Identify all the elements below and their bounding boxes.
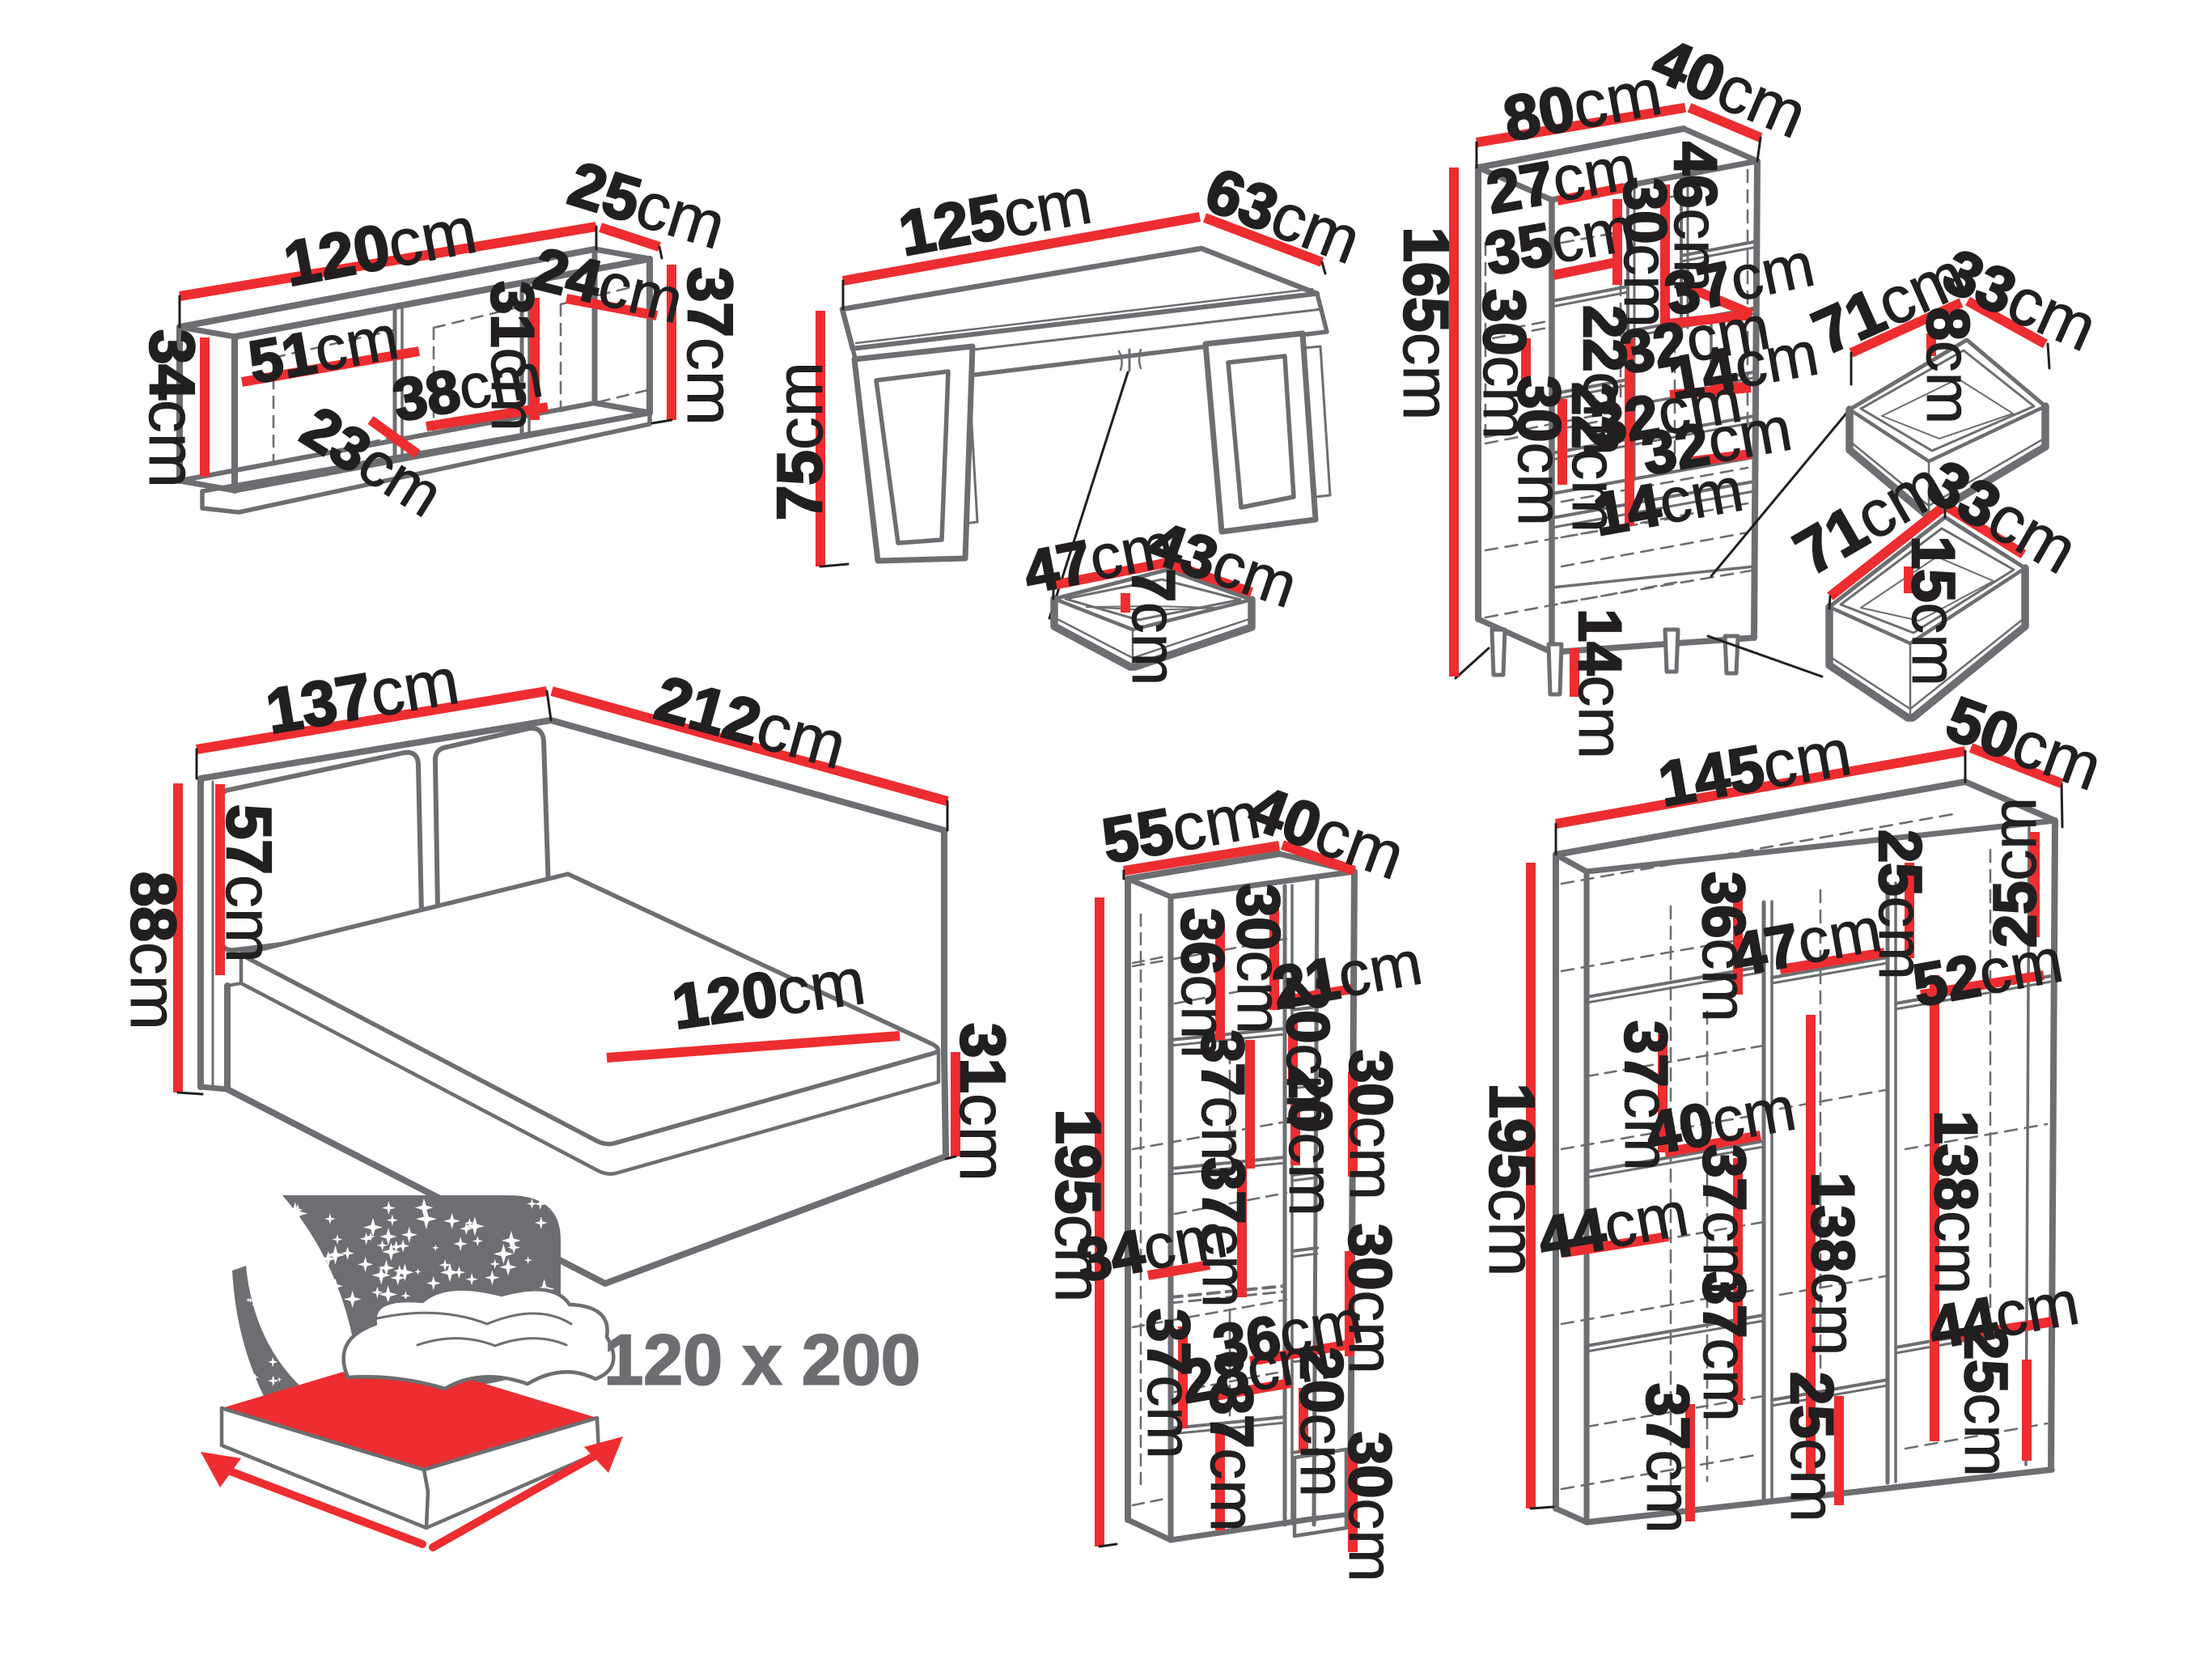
svg-text:7cm: 7cm xyxy=(1119,569,1189,686)
svg-text:47cm: 47cm xyxy=(1019,510,1180,607)
svg-text:30cm: 30cm xyxy=(1337,1050,1406,1200)
svg-text:36cm: 36cm xyxy=(1208,1287,1368,1381)
svg-text:8cm: 8cm xyxy=(1913,308,1983,425)
svg-text:44cm: 44cm xyxy=(1533,1179,1693,1274)
svg-text:25cm: 25cm xyxy=(1980,797,2049,948)
svg-text:25cm: 25cm xyxy=(1778,1372,1847,1522)
svg-text:27cm: 27cm xyxy=(1481,133,1642,227)
svg-text:37cm: 37cm xyxy=(1634,1383,1703,1534)
svg-text:31cm: 31cm xyxy=(947,1023,1020,1182)
svg-text:25cm: 25cm xyxy=(1951,1326,2021,1477)
svg-text:14cm: 14cm xyxy=(1663,319,1824,414)
svg-text:30cm: 30cm xyxy=(1336,1224,1405,1374)
svg-text:36cm: 36cm xyxy=(1168,908,1238,1059)
svg-text:21cm: 21cm xyxy=(1267,928,1427,1023)
svg-text:14cm: 14cm xyxy=(1566,609,1635,759)
svg-text:25cm: 25cm xyxy=(1866,830,1935,980)
svg-text:31cm: 31cm xyxy=(478,281,548,431)
svg-text:15cm: 15cm xyxy=(1899,536,1968,686)
svg-text:37cm: 37cm xyxy=(1189,1157,1259,1308)
svg-text:30cm: 30cm xyxy=(1505,376,1574,526)
svg-text:195cm: 195cm xyxy=(1476,1083,1549,1276)
svg-text:165cm: 165cm xyxy=(1390,227,1464,420)
svg-text:51cm: 51cm xyxy=(244,303,404,397)
svg-text:22cm: 22cm xyxy=(1559,382,1629,532)
svg-text:47cm: 47cm xyxy=(1727,895,1887,990)
svg-text:75cm: 75cm xyxy=(763,362,837,520)
svg-text:120 x 200: 120 x 200 xyxy=(604,1320,921,1400)
svg-text:30cm: 30cm xyxy=(1224,884,1294,1034)
svg-text:32cm: 32cm xyxy=(1637,394,1797,489)
svg-text:55cm: 55cm xyxy=(1097,778,1266,878)
svg-text:20cm: 20cm xyxy=(1273,977,1343,1127)
svg-text:88cm: 88cm xyxy=(117,872,191,1030)
svg-text:137cm: 137cm xyxy=(261,643,464,748)
svg-text:40cm: 40cm xyxy=(1641,1074,1801,1169)
svg-text:30cm: 30cm xyxy=(1611,177,1680,328)
svg-text:20cm: 20cm xyxy=(1276,1066,1345,1216)
svg-text:80cm: 80cm xyxy=(1498,54,1667,155)
svg-text:30cm: 30cm xyxy=(1470,289,1540,439)
svg-text:37cm: 37cm xyxy=(1197,1381,1267,1532)
svg-text:138cm: 138cm xyxy=(1799,1172,1868,1356)
svg-text:46cm: 46cm xyxy=(1661,142,1731,292)
svg-text:145cm: 145cm xyxy=(1653,715,1856,821)
svg-text:195cm: 195cm xyxy=(1042,1109,1116,1302)
svg-text:37cm: 37cm xyxy=(1690,1144,1760,1295)
svg-text:37cm: 37cm xyxy=(1134,1309,1204,1459)
svg-text:52cm: 52cm xyxy=(1908,926,2068,1020)
svg-text:28cm: 28cm xyxy=(1176,1322,1336,1417)
svg-text:30cm: 30cm xyxy=(1336,1432,1405,1582)
svg-text:36cm: 36cm xyxy=(1689,872,1759,1022)
svg-text:20cm: 20cm xyxy=(1287,1347,1357,1497)
svg-text:35cm: 35cm xyxy=(1480,194,1640,289)
svg-text:14cm: 14cm xyxy=(1588,455,1748,549)
svg-text:120cm: 120cm xyxy=(667,944,870,1043)
svg-text:44cm: 44cm xyxy=(1924,1268,2084,1363)
svg-text:38cm: 38cm xyxy=(388,341,548,435)
svg-text:37cm: 37cm xyxy=(1690,1271,1760,1422)
svg-text:37cm: 37cm xyxy=(1189,1029,1258,1180)
svg-text:32cm: 32cm xyxy=(1615,293,1775,388)
svg-text:34cm: 34cm xyxy=(1072,1201,1232,1296)
svg-text:22cm: 22cm xyxy=(1570,305,1640,456)
svg-text:120cm: 120cm xyxy=(278,193,482,300)
svg-text:32cm: 32cm xyxy=(1587,366,1747,460)
svg-text:34cm: 34cm xyxy=(136,329,210,488)
svg-text:57cm: 57cm xyxy=(213,804,286,963)
svg-text:37cm: 37cm xyxy=(674,267,748,426)
svg-text:125cm: 125cm xyxy=(893,163,1097,270)
svg-text:37cm: 37cm xyxy=(1659,230,1820,329)
svg-text:138cm: 138cm xyxy=(1922,1110,1991,1294)
svg-text:37cm: 37cm xyxy=(1612,1020,1681,1171)
